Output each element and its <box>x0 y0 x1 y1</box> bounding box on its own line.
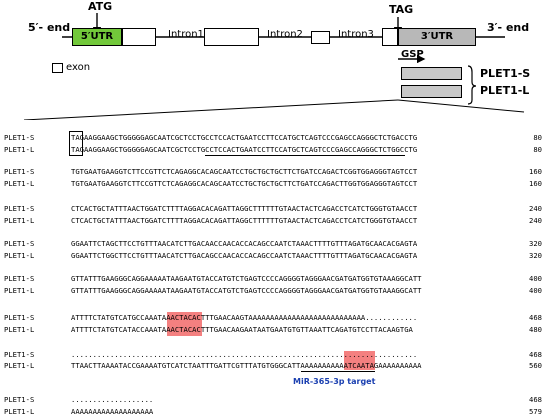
row-label: PLET1-S <box>4 204 35 213</box>
plet1l-bar <box>401 85 462 98</box>
row-label: PLET1-L <box>4 216 35 225</box>
utr3-label: 3′UTR <box>420 31 454 42</box>
position-number: 320 <box>529 251 542 260</box>
row-label: PLET1-L <box>4 407 35 416</box>
intron2-label: Intron2 <box>267 29 303 40</box>
sequence: GGAATTCTGGCTTCCTGTTTAACATCTTGACAGCCAACAC… <box>71 251 418 260</box>
sequence: TAGAAGGAAGCTGGGGGAGCAATCGCTCCTGCCTCCACTG… <box>71 133 418 142</box>
intron3-label: Intron3 <box>338 29 374 40</box>
exon-2 <box>204 28 259 46</box>
atg-label: ATG <box>88 0 113 13</box>
alignment-row-s: PLET1-S ................... 468 <box>2 395 542 405</box>
position-number: 400 <box>529 274 542 283</box>
alignment-row-l: PLET1-L GTTATTTGAAGGGCAGGAAAAATAAGAATGTA… <box>2 286 542 296</box>
plet1s-label: PLET1-S <box>480 67 531 80</box>
mir-target-underline <box>301 371 375 372</box>
sequence: TAGAAGGAAGCTGGGGGAGCAATCGCTCCTGCCTCCACTG… <box>71 145 418 154</box>
gsp-primer-underline <box>205 155 405 156</box>
utr5-label: 5′UTR <box>80 31 114 42</box>
exon-legend-box <box>52 63 63 73</box>
position-number: 480 <box>529 325 542 334</box>
alignment-row-l: PLET1-L AAAAAAAAAAAAAAAAAAA 579 <box>2 407 542 417</box>
utr3-exon: 3′UTR <box>398 28 476 46</box>
alignment-row-s: PLET1-S ATTTTCTATGTCATGCCAAATAAACTACACTT… <box>2 313 542 323</box>
exon-4-coding <box>382 28 398 46</box>
alignment-row-l: PLET1-L TTAACTTAAAATACCGAAAATGTCATCTAATT… <box>2 361 542 371</box>
target-site-highlight <box>167 312 202 336</box>
sequence: ........................................… <box>71 350 418 359</box>
position-number: 468 <box>529 350 542 359</box>
plet1s-bar <box>401 67 462 80</box>
sequence: TTAACTTAAAATACCGAAAATGTCATCTAATTTGATTCGT… <box>71 361 422 370</box>
row-label: PLET1-L <box>4 361 35 370</box>
alignment-row-s: PLET1-S TAGAAGGAAGCTGGGGGAGCAATCGCTCCTGC… <box>2 133 542 143</box>
gsp-label: GSP <box>401 49 424 60</box>
sequence: ATTTTCTATGTCATACCAAATAAACTACACTTTGAACAAG… <box>71 325 413 334</box>
row-label: PLET1-L <box>4 179 35 188</box>
sequence: GTTATTTGAAGGGCAGGAAAAATAAGAATGTACCATGTCT… <box>71 286 422 295</box>
row-label: PLET1-S <box>4 133 35 142</box>
position-number: 240 <box>529 204 542 213</box>
exon-legend-label: exon <box>66 62 91 73</box>
row-label: PLET1-L <box>4 325 35 334</box>
position-number: 468 <box>529 395 542 404</box>
sequence: ATTTTCTATGTCATGCCAAATAAACTACACTTTGAACAAG… <box>71 313 418 322</box>
alignment-row-l: PLET1-L TAGAAGGAAGCTGGGGGAGCAATCGCTCCTGC… <box>2 145 542 155</box>
intron1-label: Intron1 <box>168 29 204 40</box>
isoform-brace <box>467 65 477 105</box>
exon-1-coding <box>122 28 156 46</box>
mir-target-label: MiR-365-3p target <box>293 377 376 386</box>
five-prime-end-label: 5′- end <box>28 21 71 34</box>
sequence: CTCACTGCTATTTAACTGGATCTTTTAGGACACAGATTAG… <box>71 216 418 225</box>
exon-3 <box>311 31 330 44</box>
alignment-row-l: PLET1-L GGAATTCTGGCTTCCTGTTTAACATCTTGACA… <box>2 251 542 261</box>
position-number: 240 <box>529 216 542 225</box>
sequence: CTCACTGCTATTTAACTGGATCTTTTAGGACACAGATTAG… <box>71 204 418 213</box>
alignment-row-s: PLET1-S GTTATTTGAAGGGCAGGAAAAATAAGAATGTA… <box>2 274 542 284</box>
position-number: 160 <box>529 179 542 188</box>
sequence: GTTATTTGAAGGGCAGGAAAAATAAGAATGTACCATGTCT… <box>71 274 422 283</box>
alignment-row-s: PLET1-S ................................… <box>2 350 542 360</box>
row-label: PLET1-L <box>4 251 35 260</box>
row-label: PLET1-L <box>4 145 35 154</box>
sequence: GGAATTCTAGCTTCCTGTTTAACATCTTGACAACCAACAC… <box>71 239 418 248</box>
sequence: TGTGAATGAAGGTCTTCCGTTCTCAGAGGCACAGCAATCC… <box>71 167 418 176</box>
sequence: AAAAAAAAAAAAAAAAAAA <box>71 407 154 416</box>
mir-target-highlight <box>344 351 375 370</box>
row-label: PLET1-S <box>4 274 35 283</box>
alignment-row-l: PLET1-L TGTGAATGAAGGTCTTCCGTTCTCAGAGGCAC… <box>2 179 542 189</box>
plet1l-label: PLET1-L <box>480 84 530 97</box>
tag-label: TAG <box>389 3 414 16</box>
alignment-row-s: PLET1-S TGTGAATGAAGGTCTTCCGTTCTCAGAGGCAC… <box>2 167 542 177</box>
utr5-exon: 5′UTR <box>72 28 122 46</box>
sequence: ................... <box>71 395 154 404</box>
row-label: PLET1-S <box>4 313 35 322</box>
gene-schematic-lines <box>23 13 525 120</box>
alignment-row-l: PLET1-L CTCACTGCTATTTAACTGGATCTTTTAGGACA… <box>2 216 542 226</box>
zoom-line-left <box>23 99 399 120</box>
position-number: 80 <box>533 145 542 154</box>
sequence: TGTGAATGAAGGTCTTCCGTTCTCAGAGGCACAGCAATCC… <box>71 179 418 188</box>
row-label: PLET1-S <box>4 167 35 176</box>
alignment-row-l: PLET1-L ATTTTCTATGTCATACCAAATAAACTACACTT… <box>2 325 542 335</box>
zoom-line-right <box>397 99 525 113</box>
position-number: 80 <box>533 133 542 142</box>
alignment-row-s: PLET1-S CTCACTGCTATTTAACTGGATCTTTTAGGACA… <box>2 204 542 214</box>
row-label: PLET1-L <box>4 286 35 295</box>
row-label: PLET1-S <box>4 239 35 248</box>
row-label: PLET1-S <box>4 395 35 404</box>
position-number: 579 <box>529 407 542 416</box>
row-label: PLET1-S <box>4 350 35 359</box>
tag-codon-box <box>69 131 83 156</box>
position-number: 320 <box>529 239 542 248</box>
position-number: 400 <box>529 286 542 295</box>
position-number: 160 <box>529 167 542 176</box>
alignment-row-s: PLET1-S GGAATTCTAGCTTCCTGTTTAACATCTTGACA… <box>2 239 542 249</box>
position-number: 468 <box>529 313 542 322</box>
three-prime-end-label: 3′- end <box>487 21 530 34</box>
position-number: 560 <box>529 361 542 370</box>
